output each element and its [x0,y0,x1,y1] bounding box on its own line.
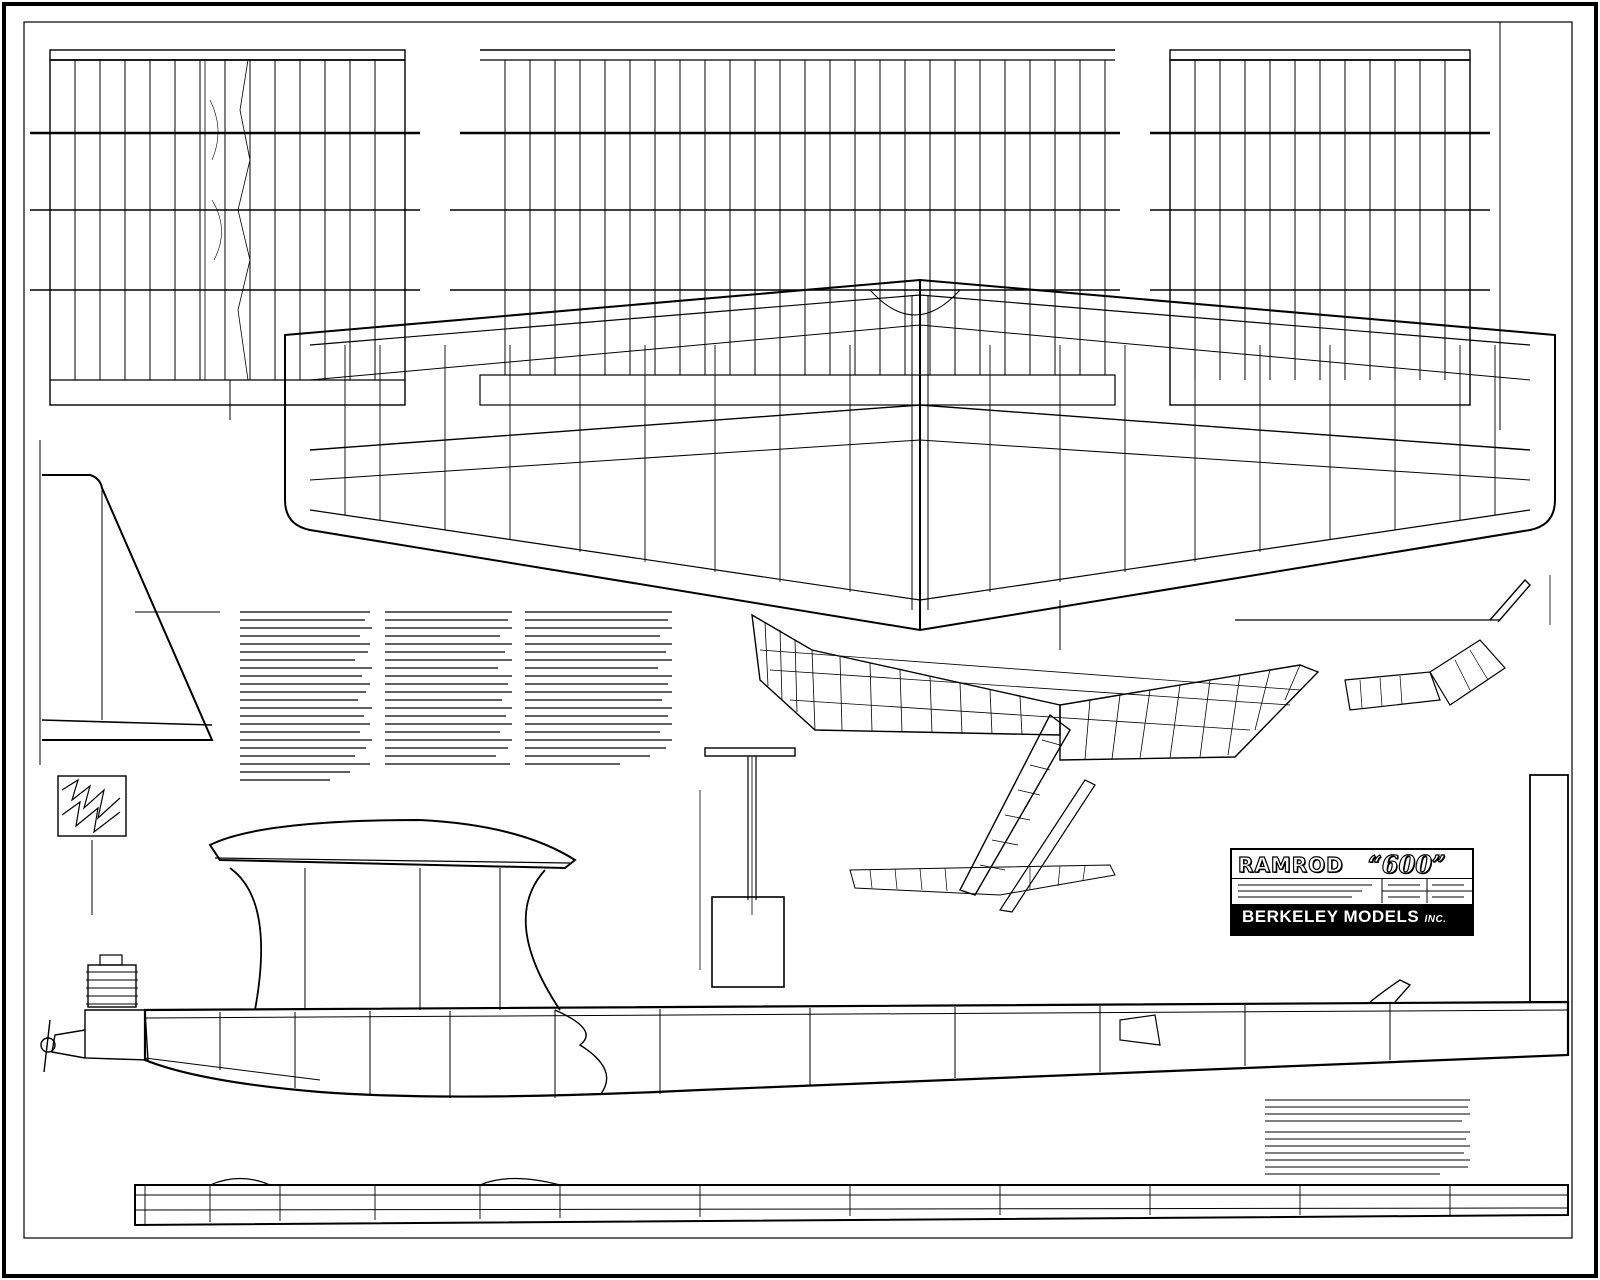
model-name: RAMROD [1237,852,1344,877]
left-wing-panel [30,49,420,420]
title-block-specs [1232,879,1472,903]
notes-text-block [1265,1099,1470,1175]
right-wing-panel [1150,22,1501,430]
model-number: “600” [1367,849,1446,879]
fin-rudder-view [39,440,220,765]
wing-mount-strut-detail [699,747,796,988]
title-block-name-row: RAMROD “600” [1232,849,1472,880]
title-block: RAMROD “600” BERKELEY MODELS INC. [1230,848,1474,936]
instructions-text-columns [240,611,672,781]
airfoil-pylon-view [208,818,577,1011]
construction-perspective-view [751,613,1320,913]
wingtip-dihedral-detail [1235,575,1551,711]
inner-border [23,21,1573,1239]
center-wing-panel [450,49,1120,406]
manufacturer-suffix: INC. [1424,914,1447,925]
hatched-detail-box [57,775,127,915]
manufacturer-name: BERKELEY MODELS INC. [1242,907,1446,927]
specs-grid [1238,879,1472,903]
fuselage-side-view [143,774,1570,1098]
manufacturer-label: BERKELEY MODELS [1242,907,1420,926]
fuselage-top-view [134,1177,1569,1227]
engine-drawing [40,954,149,1073]
manufacturer-bar: BERKELEY MODELS INC. [1232,904,1472,934]
main-wing-planform [284,278,1556,650]
